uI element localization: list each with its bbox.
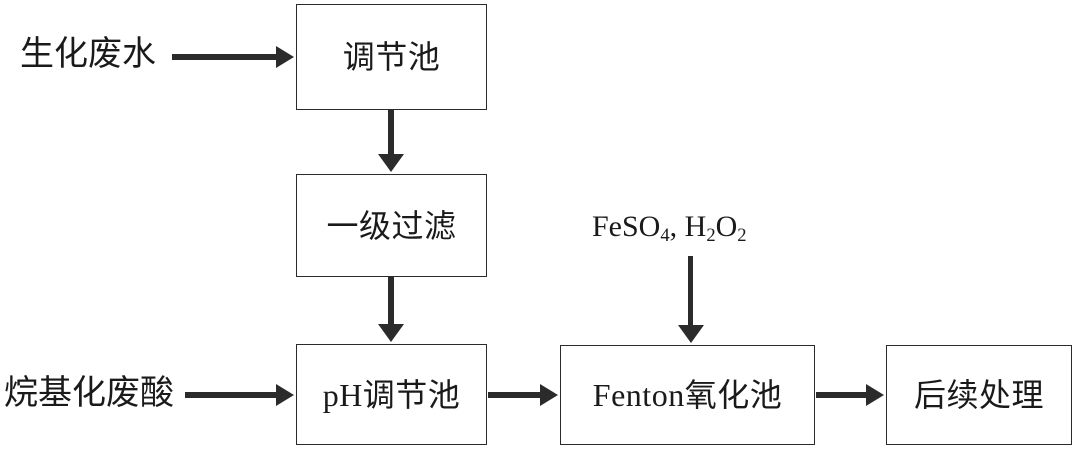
arrow-tiaojiechi-to-yijiguolv <box>388 110 394 156</box>
arrow-ph-tiaojiechi-to-fenton <box>488 392 542 398</box>
arrow-reagent-to-fenton <box>688 256 693 327</box>
arrow-fenton-to-houxuchuli <box>816 392 868 398</box>
node-label-ph-tiaojiechi: pH调节池 <box>322 376 461 413</box>
node-label-yijiguolv: 一级过滤 <box>326 207 457 244</box>
chem-text: O <box>715 210 738 243</box>
chem-text: , <box>669 210 685 243</box>
chem-text: H <box>684 210 707 243</box>
chem-subscript: 2 <box>737 225 747 247</box>
node-yijiguolv[interactable]: 一级过滤 <box>296 174 487 277</box>
node-label-houxuchuli: 后续处理 <box>913 377 1044 413</box>
arrow-yijiguolv-to-ph-tiaojiechi <box>388 277 394 326</box>
node-tiaojiechi[interactable]: 调节池 <box>296 4 487 110</box>
node-houxuchuli[interactable]: 后续处理 <box>886 345 1072 445</box>
chem-subscript: 4 <box>660 225 670 247</box>
node-label-tiaojiechi: 调节池 <box>342 39 441 75</box>
reagent-label-feso4-h2o2: FeSO4, H2O2 <box>592 212 747 246</box>
input-label-wanjihua-feisuan: 烷基化废酸 <box>4 375 174 412</box>
chem-subscript: 2 <box>706 225 716 247</box>
node-fenton[interactable]: Fenton氧化池 <box>560 345 815 445</box>
chem-text: FeSO <box>592 210 661 243</box>
node-label-fenton: Fenton氧化池 <box>592 377 783 413</box>
arrow-shenghua-feishui-to-tiaojiechi <box>172 54 278 60</box>
arrow-wanjihua-feisuan-to-ph-tiaojiechi <box>185 392 278 398</box>
node-ph-tiaojiechi[interactable]: pH调节池 <box>296 344 487 445</box>
input-label-shenghua-feishui: 生化废水 <box>20 36 156 73</box>
